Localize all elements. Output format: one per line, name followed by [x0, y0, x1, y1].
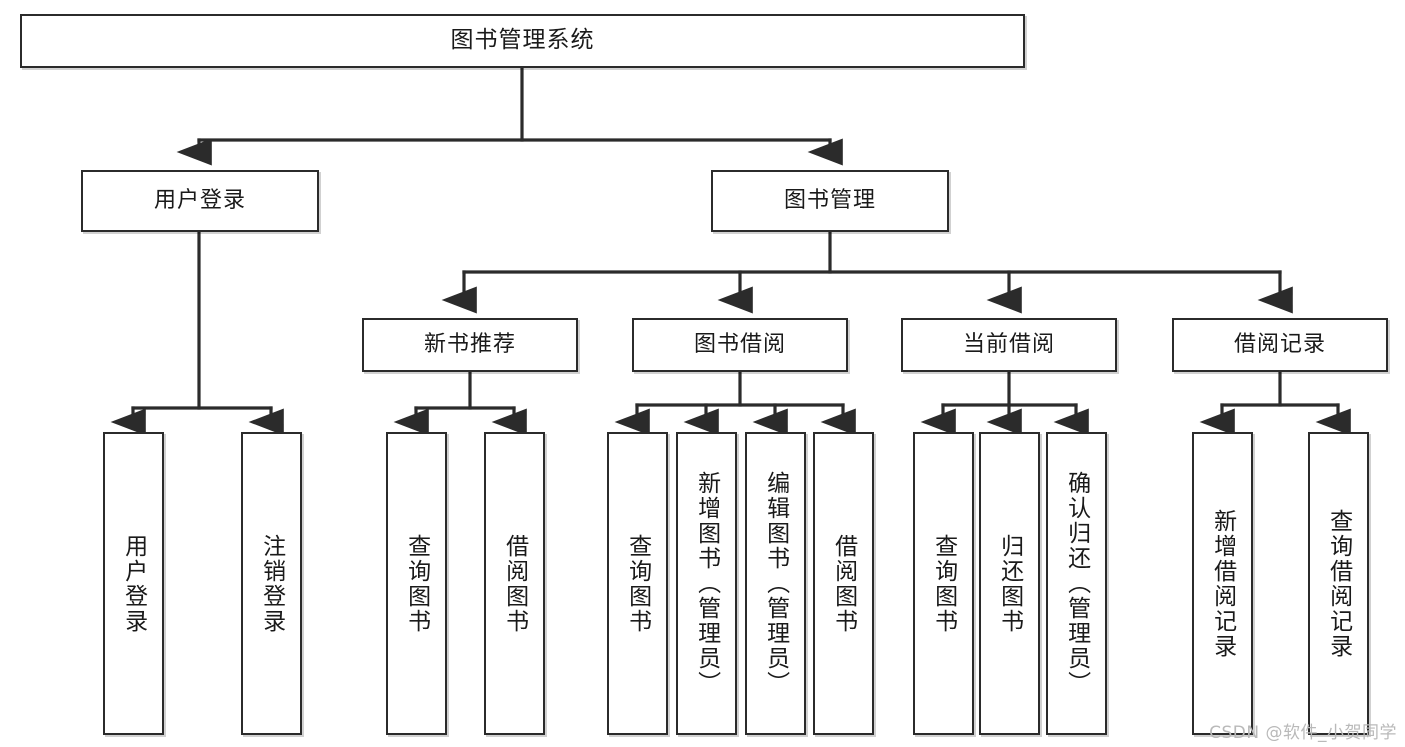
- leaf-current-borrow-1[interactable]: 归还图书: [979, 432, 1040, 735]
- node-book-manage-label: 图书管理: [783, 187, 876, 213]
- node-new-book-recommend-label: 新书推荐: [423, 331, 516, 357]
- leaf-label: 用户登录: [120, 533, 147, 634]
- leaf-user-login-0[interactable]: 用户登录: [103, 432, 164, 735]
- leaf-label: 新增图书（管理员）: [693, 471, 720, 696]
- leaf-borrow-record-0[interactable]: 新增借阅记录: [1192, 432, 1253, 735]
- leaf-book-borrow-0[interactable]: 查询图书: [607, 432, 668, 735]
- node-user-login-label: 用户登录: [153, 187, 246, 213]
- leaf-current-borrow-2[interactable]: 确认归还（管理员）: [1046, 432, 1107, 735]
- leaf-book-borrow-2[interactable]: 编辑图书（管理员）: [745, 432, 806, 735]
- leaf-label: 新增借阅记录: [1209, 508, 1236, 659]
- leaf-label: 查询借阅记录: [1325, 508, 1352, 659]
- node-current-borrow-label: 当前借阅: [962, 331, 1055, 357]
- node-root-label: 图书管理系统: [450, 27, 595, 54]
- leaf-current-borrow-0[interactable]: 查询图书: [913, 432, 974, 735]
- leaf-label: 查询图书: [930, 533, 957, 634]
- leaf-borrow-record-1[interactable]: 查询借阅记录: [1308, 432, 1369, 735]
- node-borrow-record-label: 借阅记录: [1233, 331, 1326, 357]
- leaf-book-borrow-1[interactable]: 新增图书（管理员）: [676, 432, 737, 735]
- node-user-login[interactable]: 用户登录: [81, 170, 319, 232]
- node-book-borrow[interactable]: 图书借阅: [632, 318, 848, 372]
- leaf-label: 注销登录: [258, 533, 285, 634]
- leaf-label: 归还图书: [996, 533, 1023, 634]
- leaf-new-book-recommend-1[interactable]: 借阅图书: [484, 432, 545, 735]
- node-borrow-record[interactable]: 借阅记录: [1172, 318, 1388, 372]
- leaf-user-login-1[interactable]: 注销登录: [241, 432, 302, 735]
- leaf-label: 确认归还（管理员）: [1063, 471, 1090, 696]
- leaf-label: 借阅图书: [830, 533, 857, 634]
- node-root[interactable]: 图书管理系统: [20, 14, 1025, 68]
- leaf-book-borrow-3[interactable]: 借阅图书: [813, 432, 874, 735]
- leaf-label: 查询图书: [403, 533, 430, 634]
- leaf-label: 编辑图书（管理员）: [762, 471, 789, 696]
- node-book-manage[interactable]: 图书管理: [711, 170, 949, 232]
- node-new-book-recommend[interactable]: 新书推荐: [362, 318, 578, 372]
- leaf-label: 查询图书: [624, 533, 651, 634]
- node-current-borrow[interactable]: 当前借阅: [901, 318, 1117, 372]
- leaf-new-book-recommend-0[interactable]: 查询图书: [386, 432, 447, 735]
- leaf-label: 借阅图书: [501, 533, 528, 634]
- node-book-borrow-label: 图书借阅: [693, 331, 786, 357]
